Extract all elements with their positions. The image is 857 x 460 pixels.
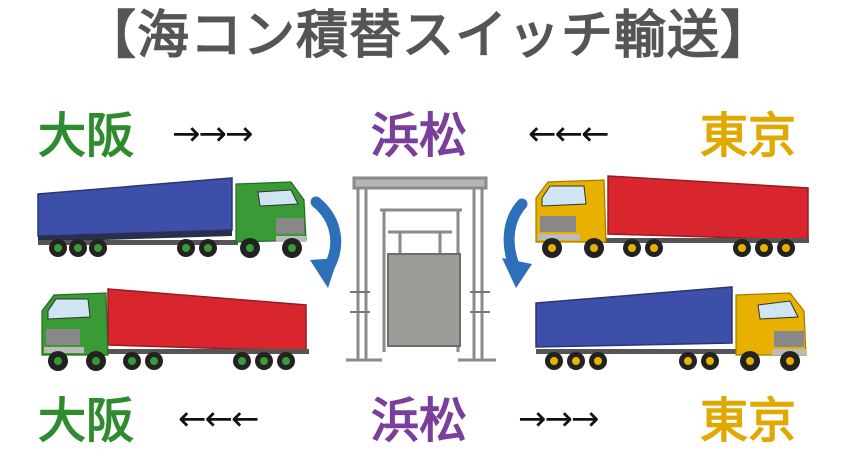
green-truck-blue-container-icon [37, 177, 307, 258]
bottom-right-arrows: →→→ [518, 399, 599, 439]
top-left-arrows: →→→ [172, 114, 253, 154]
top-right-city-tokyo: 東京 [700, 108, 797, 164]
page-title: 【海コン積替スイッチ輸送】 [83, 6, 773, 66]
yellow-truck-blue-container-icon [535, 286, 807, 371]
curved-down-arrow-icon [502, 198, 532, 288]
top-right-arrows: ←←← [528, 114, 609, 154]
gantry-crane-icon [346, 176, 496, 362]
curved-down-arrow-icon [310, 196, 342, 288]
green-truck-red-container-icon [41, 288, 309, 371]
bottom-right-city-tokyo: 東京 [700, 393, 797, 449]
top-left-city-osaka: 大阪 [38, 108, 135, 164]
bottom-left-arrows: ←←← [178, 399, 259, 439]
bottom-left-city-osaka: 大阪 [38, 393, 135, 449]
bottom-center-city-hamamatsu: 浜松 [371, 393, 468, 449]
yellow-truck-red-container-icon [535, 175, 809, 258]
top-center-city-hamamatsu: 浜松 [371, 108, 468, 164]
